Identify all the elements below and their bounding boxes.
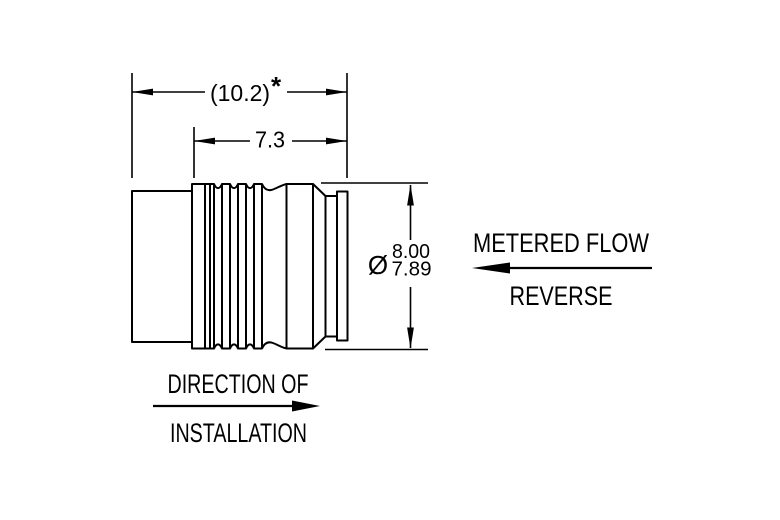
part-end-edges [312, 184, 338, 348]
metered-flow-label: METERED FLOW [473, 228, 649, 258]
part-left-cylinder [131, 190, 193, 343]
annotation-installation: DIRECTION OF INSTALLATION [153, 369, 320, 448]
overall-length-value: (10.2) [210, 80, 270, 106]
part-view [131, 183, 349, 350]
diameter-max-value: 8.00 [392, 240, 430, 263]
dim-arrow-down-icon [407, 327, 414, 349]
dim-arrow-right-icon [326, 137, 347, 145]
diameter-min-value: 7.89 [392, 258, 432, 281]
diameter-symbol: Ø [368, 250, 388, 280]
overall-length-asterisk: * [271, 71, 282, 101]
dim-arrow-right-icon [326, 88, 347, 96]
part-rib-lines [204, 184, 288, 348]
dimension-barb-length: 7.3 [193, 127, 347, 178]
direction-of-label: DIRECTION OF [168, 369, 309, 399]
install-arrow-right-icon [292, 400, 320, 412]
dim-arrow-left-icon [194, 137, 215, 145]
flow-arrow-left-icon [472, 262, 510, 274]
reverse-label: REVERSE [510, 281, 613, 311]
dimension-overall-length: (10.2) * [131, 71, 348, 178]
annotation-metered-flow: METERED FLOW REVERSE [472, 228, 652, 311]
dim-arrow-up-icon [407, 184, 414, 206]
dimension-diameter: Ø 8.00 7.89 [321, 182, 432, 351]
installation-label: INSTALLATION [170, 418, 307, 448]
dim-arrow-left-icon [132, 88, 153, 96]
barb-length-value: 7.3 [255, 127, 285, 153]
part-barb-body [191, 183, 349, 350]
